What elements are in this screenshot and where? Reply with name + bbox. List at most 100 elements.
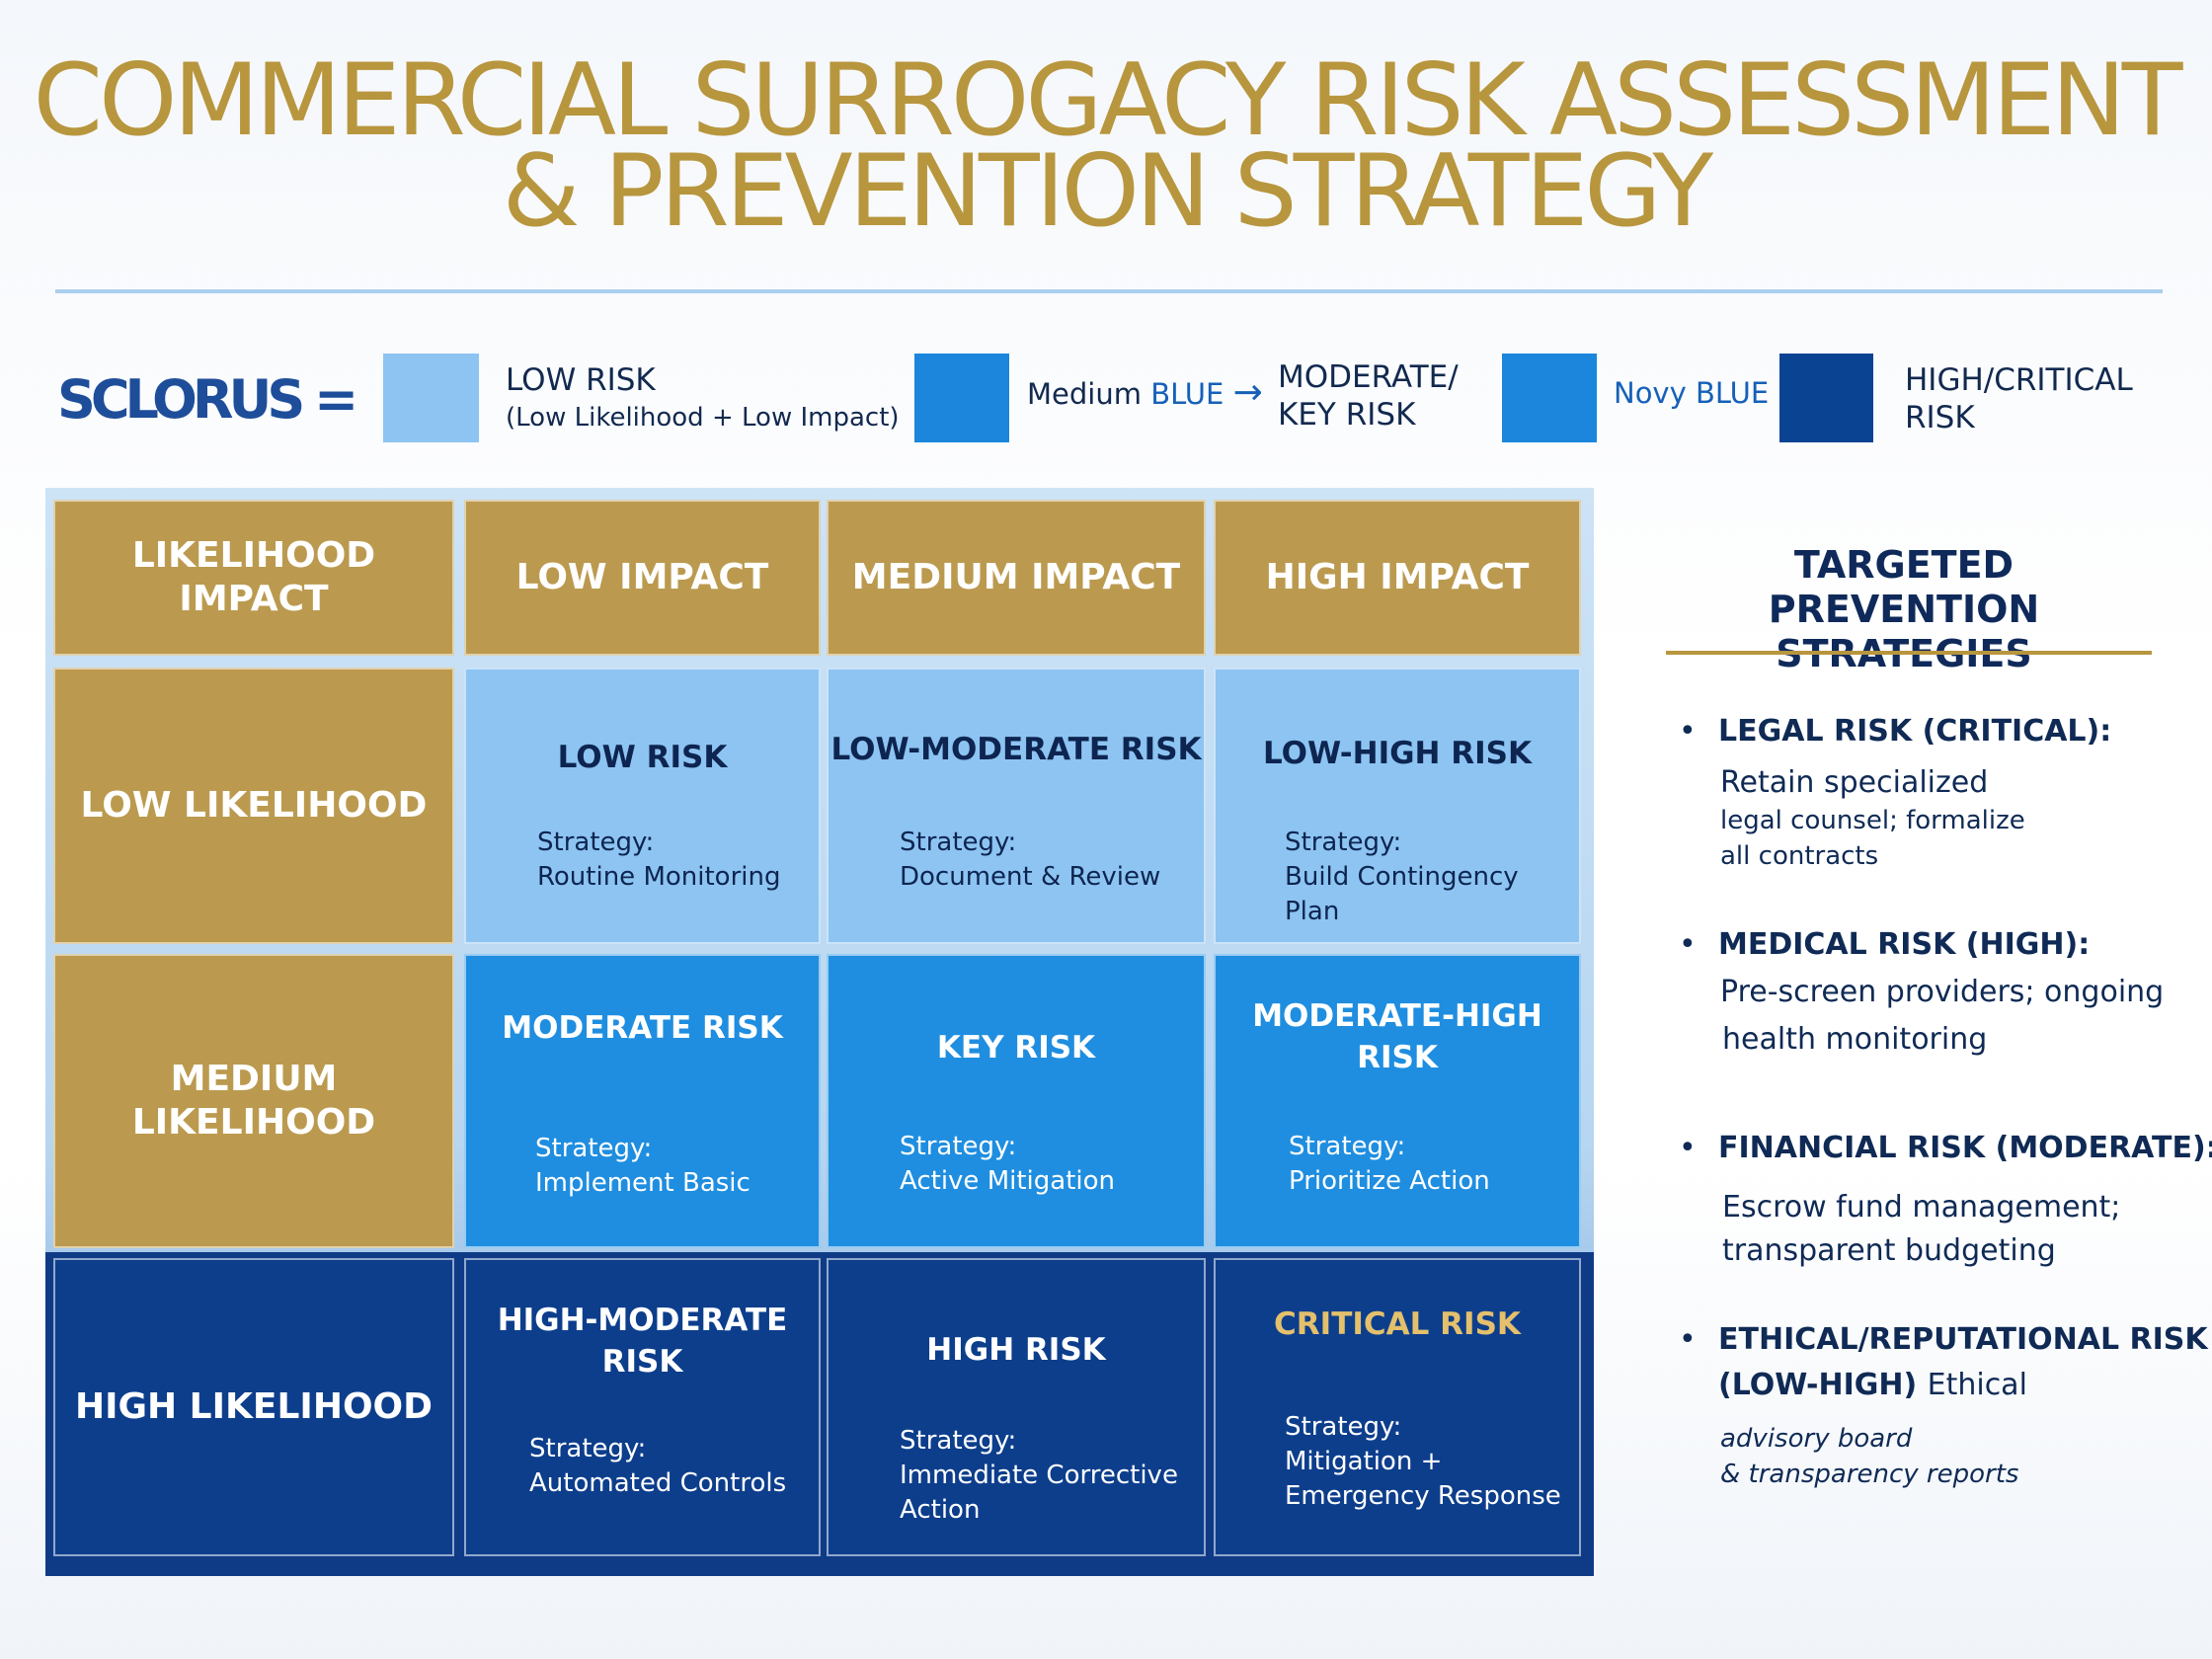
risk-cell-title: MODERATE RISK [502, 1010, 783, 1046]
panel-divider [1666, 651, 2152, 655]
legend-moderate-line-2: KEY RISK [1278, 397, 1416, 433]
legend-swatch-medium [914, 354, 1009, 442]
strategy-item-level: (LOW-HIGH) [1718, 1368, 1918, 1402]
page-title: COMMERCIAL SURROGACY RISK ASSESSMENT & P… [0, 50, 2212, 249]
risk-cell-title: LOW RISK [557, 740, 728, 775]
strategy-text: Active Mitigation [900, 1166, 1116, 1196]
arrow-right-icon: → [1232, 372, 1263, 413]
risk-cell-title-line-1: MODERATE-HIGH [1252, 998, 1542, 1034]
strategy-label: Strategy: [900, 1426, 1017, 1456]
risk-cell-title: LOW-HIGH RISK [1262, 736, 1533, 771]
strategy-label: Strategy: [1285, 828, 1402, 857]
legend-moderate-label: MODERATE/ KEY RISK [1278, 358, 1459, 434]
strategy-text-line-2: Emergency Response [1285, 1481, 1561, 1511]
strategy-item-head: FINANCIAL RISK (MODERATE): [1718, 1131, 2212, 1165]
prevention-panel-title: TARGETED PREVENTION STRATEGIES [1659, 543, 2149, 676]
risk-cell-title: LOW-MODERATE RISK [830, 732, 1202, 767]
risk-cell-title: CRITICAL RISK [1274, 1306, 1521, 1342]
risk-cell-title: HIGH-MODERATE RISK [466, 1300, 819, 1382]
strategy-label: Strategy: [537, 828, 655, 857]
strategy-label: Strategy: [900, 1132, 1017, 1161]
strategy-label: Strategy: [535, 1134, 653, 1163]
bullet-icon: • [1679, 1131, 1697, 1165]
legend-high-line-1: HIGH/CRITICAL [1905, 362, 2133, 398]
strategy-item-head: LEGAL RISK (CRITICAL): [1718, 714, 2112, 749]
risk-cell-strategy: Strategy: Routine Monitoring [537, 826, 780, 895]
strategy-item-line: all contracts [1720, 841, 1879, 871]
risk-cell-high: HIGH RISK Strategy: Immediate Corrective… [827, 1258, 1206, 1556]
column-header-high-impact: HIGH IMPACT [1214, 500, 1581, 656]
legend-navy-prefix: Novy BLUE [1614, 374, 1769, 412]
legend-high-line-2: RISK [1905, 400, 1975, 435]
strategy-text: Immediate Corrective [900, 1461, 1178, 1490]
strategy-item-line: transparent budgeting [1722, 1233, 2056, 1268]
title-line-2: & PREVENTION STRATEGY [502, 132, 1713, 249]
strategy-text: Prioritize Action [1289, 1166, 1490, 1196]
strategy-item-line: advisory board [1720, 1424, 1913, 1454]
strategy-item-head: ETHICAL/REPUTATIONAL RISK [1718, 1322, 2208, 1357]
strategy-item-line: Pre-screen providers; ongoing [1720, 975, 2165, 1009]
legend-navy-color-word: BLUE [1695, 376, 1770, 410]
strategy-text: Mitigation + [1285, 1447, 1443, 1476]
title-divider [55, 289, 2163, 293]
legend-low-text: LOW RISK (Low Likelihood + Low Impact) [506, 361, 900, 436]
strategy-item-line: Escrow fund management; [1722, 1190, 2121, 1224]
matrix-corner-header: LIKELIHOOD IMPACT [53, 500, 454, 656]
risk-cell-key: KEY RISK Strategy: Active Mitigation [827, 954, 1206, 1248]
risk-cell-strategy: Strategy: Implement Basic [535, 1132, 750, 1201]
risk-cell-strategy: Strategy: Prioritize Action [1289, 1130, 1490, 1199]
legend-medium-prefix: Medium BLUE → [1027, 374, 1263, 413]
legend-navy-word: Novy [1614, 376, 1687, 410]
legend-key-label: SCLORUS = [57, 368, 358, 431]
bullet-icon: • [1679, 927, 1697, 962]
row-header-high-likelihood: HIGH LIKELIHOOD [53, 1258, 454, 1556]
column-header-low-impact: LOW IMPACT [464, 500, 821, 656]
strategy-item-line: health monitoring [1722, 1022, 1988, 1057]
risk-cell-strategy: Strategy: Mitigation + Emergency Respons… [1285, 1410, 1561, 1514]
risk-cell-critical: CRITICAL RISK Strategy: Mitigation + Eme… [1214, 1258, 1581, 1556]
legend-swatch-high [1779, 354, 1873, 442]
strategy-label: Strategy: [529, 1434, 647, 1463]
strategy-item-head-line-2: (LOW-HIGH) Ethical [1718, 1368, 2027, 1402]
risk-cell-low-moderate: LOW-MODERATE RISK Strategy: Document & R… [827, 668, 1206, 944]
legend-high-label: HIGH/CRITICAL RISK [1905, 361, 2133, 436]
bullet-icon: • [1679, 714, 1697, 749]
legend-swatch-low [383, 354, 479, 442]
risk-cell-moderate-high: MODERATE-HIGH RISK Strategy: Prioritize … [1214, 954, 1581, 1248]
strategy-text: Implement Basic [535, 1168, 750, 1198]
risk-cell-low: LOW RISK Strategy: Routine Monitoring [464, 668, 821, 944]
risk-cell-strategy: Strategy: Build Contingency Plan [1285, 826, 1579, 929]
risk-cell-moderate: MODERATE RISK Strategy: Implement Basic [464, 954, 821, 1248]
risk-cell-title-line-1: HIGH-MODERATE [497, 1303, 788, 1338]
risk-cell-strategy: Strategy: Immediate Corrective Action [900, 1424, 1178, 1528]
strategy-item-line: Retain specialized [1720, 765, 1989, 800]
corner-line-1: LIKELIHOOD [131, 535, 376, 576]
legend-low-sub: (Low Likelihood + Low Impact) [506, 403, 900, 433]
strategy-text: Routine Monitoring [537, 862, 781, 892]
risk-cell-low-high: LOW-HIGH RISK Strategy: Build Contingenc… [1214, 668, 1581, 944]
risk-cell-title: MODERATE-HIGH RISK [1216, 995, 1579, 1078]
legend-medium-color-word: BLUE [1150, 377, 1224, 411]
strategy-item-line: legal counsel; formalize [1720, 806, 2025, 835]
risk-cell-title: KEY RISK [936, 1030, 1096, 1066]
strategy-text: Document & Review [900, 862, 1161, 892]
strategy-text: Automated Controls [529, 1468, 787, 1498]
legend-swatch-navy-blue [1502, 354, 1597, 442]
row-header-low-likelihood: LOW LIKELIHOOD [53, 668, 454, 944]
risk-cell-title-line-2: RISK [1357, 1040, 1438, 1075]
bullet-icon: • [1679, 1322, 1697, 1357]
panel-title-line-1: TARGETED PREVENTION [1768, 543, 2040, 631]
risk-cell-strategy: Strategy: Active Mitigation [900, 1130, 1115, 1199]
strategy-label: Strategy: [900, 828, 1017, 857]
strategy-item-head-tail: Ethical [1927, 1368, 2027, 1402]
risk-cell-high-moderate: HIGH-MODERATE RISK Strategy: Automated C… [464, 1258, 821, 1556]
strategy-label: Strategy: [1289, 1132, 1406, 1161]
risk-cell-title-line-2: RISK [601, 1344, 683, 1380]
risk-cell-strategy: Strategy: Document & Review [900, 826, 1160, 895]
risk-cell-title: HIGH RISK [926, 1332, 1106, 1368]
legend-medium-word: Medium [1027, 377, 1142, 411]
strategy-text-line-2: Action [900, 1495, 981, 1525]
legend-moderate-line-1: MODERATE/ [1278, 359, 1459, 395]
strategy-item-line: & transparency reports [1720, 1460, 2019, 1489]
row-header-medium-likelihood: MEDIUM LIKELIHOOD [53, 954, 454, 1248]
